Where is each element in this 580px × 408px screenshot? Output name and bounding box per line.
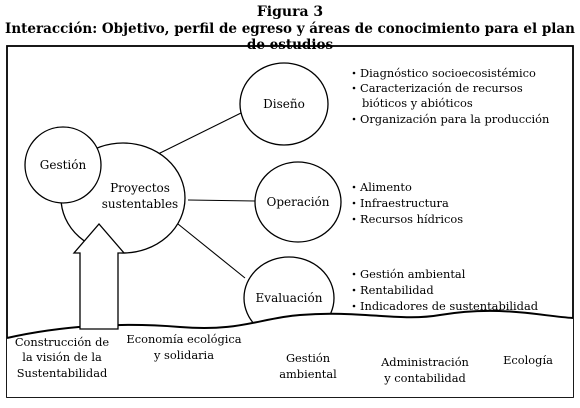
diseno-item-1: Diagnóstico socioecosistémico xyxy=(360,66,536,80)
bullet-icon xyxy=(352,288,356,292)
diseno-list: Diagnóstico socioecosistémico Caracteriz… xyxy=(352,66,550,126)
operacion-item-1: Alimento xyxy=(359,180,412,194)
up-arrow-icon xyxy=(72,223,126,330)
figure-title: Interacción: Objetivo, perfil de egreso … xyxy=(5,21,575,53)
gestion-ambiental-line1: Gestión xyxy=(286,351,331,365)
bullet-icon xyxy=(352,304,356,308)
evaluacion-item-2: Rentabilidad xyxy=(360,283,434,297)
operacion-item-3: Recursos hídricos xyxy=(360,212,463,226)
administracion-line1: Administración xyxy=(380,355,469,369)
evaluacion-item-3: Indicadores de sustentabilidad xyxy=(360,299,538,313)
operacion-circle xyxy=(254,161,342,243)
connector-evaluacion xyxy=(177,223,246,279)
administracion-line2: y contabilidad xyxy=(383,371,466,385)
bullet-icon xyxy=(352,71,356,75)
construccion-line1: Construcción de xyxy=(15,335,110,349)
proyectos-label-line1: Proyectos xyxy=(110,181,170,195)
figure-label: Figura 3 xyxy=(256,4,324,20)
gestion-circle xyxy=(24,126,102,204)
connector-operacion xyxy=(187,199,256,202)
diseno-item-3: Organización para la producción xyxy=(360,112,550,126)
bullet-icon xyxy=(352,117,356,121)
knowledge-band-fill xyxy=(7,310,573,397)
evaluacion-item-1: Gestión ambiental xyxy=(360,267,466,281)
evaluacion-list: Gestión ambiental Rentabilidad Indicador… xyxy=(352,267,538,313)
bullet-icon xyxy=(352,217,356,221)
bullet-icon xyxy=(352,185,356,189)
operacion-list: Alimento Infraestructura Recursos hídric… xyxy=(352,180,463,226)
construccion-line3: Sustentabilidad xyxy=(17,366,108,380)
economia-line1: Economía ecológica xyxy=(126,332,241,346)
diseno-item-2: Caracterización de recursos xyxy=(360,81,523,95)
bullet-icon xyxy=(352,201,356,205)
proyectos-label-line2: sustentables xyxy=(102,197,178,211)
economia-line2: y solidaria xyxy=(153,348,214,362)
gestion-ambiental-line2: ambiental xyxy=(279,367,337,381)
bullet-icon xyxy=(352,272,356,276)
operacion-item-2: Infraestructura xyxy=(360,196,449,210)
operacion-label: Operación xyxy=(266,195,329,209)
connectors xyxy=(151,112,256,279)
diseno-circle xyxy=(239,62,329,146)
diseno-label: Diseño xyxy=(263,97,305,111)
diseno-item-2-cont: bióticos y abióticos xyxy=(362,96,473,110)
knowledge-areas: Construcción de la visión de la Sustenta… xyxy=(15,332,553,385)
bullet-icon xyxy=(352,86,356,90)
evaluacion-label: Evaluación xyxy=(256,291,323,305)
construccion-line2: la visión de la xyxy=(22,350,102,364)
ecologia-label: Ecología xyxy=(503,353,553,367)
gestion-label: Gestión xyxy=(40,158,87,172)
connector-diseno xyxy=(151,112,242,158)
